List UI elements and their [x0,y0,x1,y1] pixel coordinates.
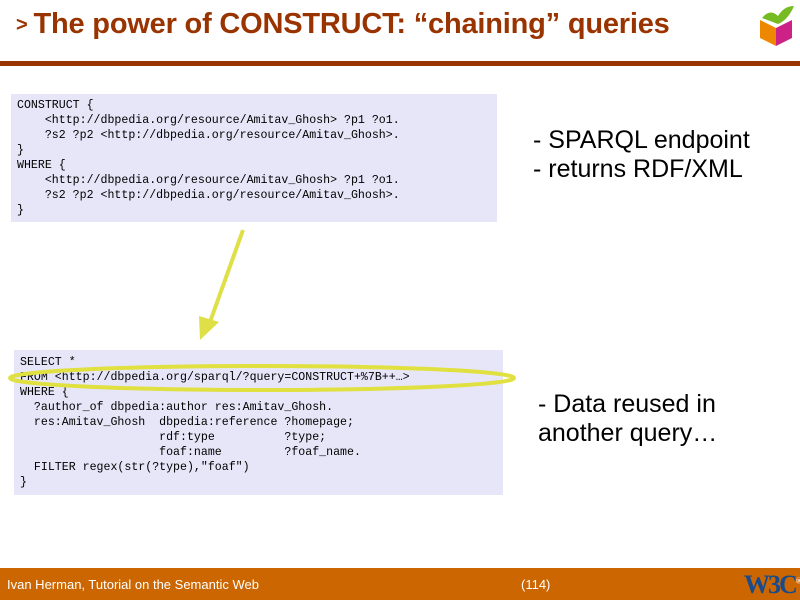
endpoint-note: - SPARQL endpoint - returns RDF/XML [533,126,750,183]
w3c-registered-mark: ® [795,576,800,586]
construct-query-code: CONSTRUCT { <http://dbpedia.org/resource… [11,94,497,222]
w3c-logo: W3C® [744,570,800,600]
page-number: (114) [521,577,551,592]
slide-title: >The power of CONSTRUCT: “chaining” quer… [16,8,670,41]
semantic-web-cube-icon [760,6,794,46]
reuse-note: - Data reused in another query… [538,390,718,447]
footer-bar: Ivan Herman, Tutorial on the Semantic We… [0,568,800,600]
title-rule [0,61,800,66]
title-text: The power of CONSTRUCT: “chaining” queri… [33,8,670,40]
select-query-code: SELECT * FROM <http://dbpedia.org/sparql… [14,350,503,495]
w3c-logo-text: W3C [744,570,798,599]
title-marker: > [16,14,28,36]
arrow-icon [199,229,245,340]
footer-author: Ivan Herman, Tutorial on the Semantic We… [7,577,259,592]
